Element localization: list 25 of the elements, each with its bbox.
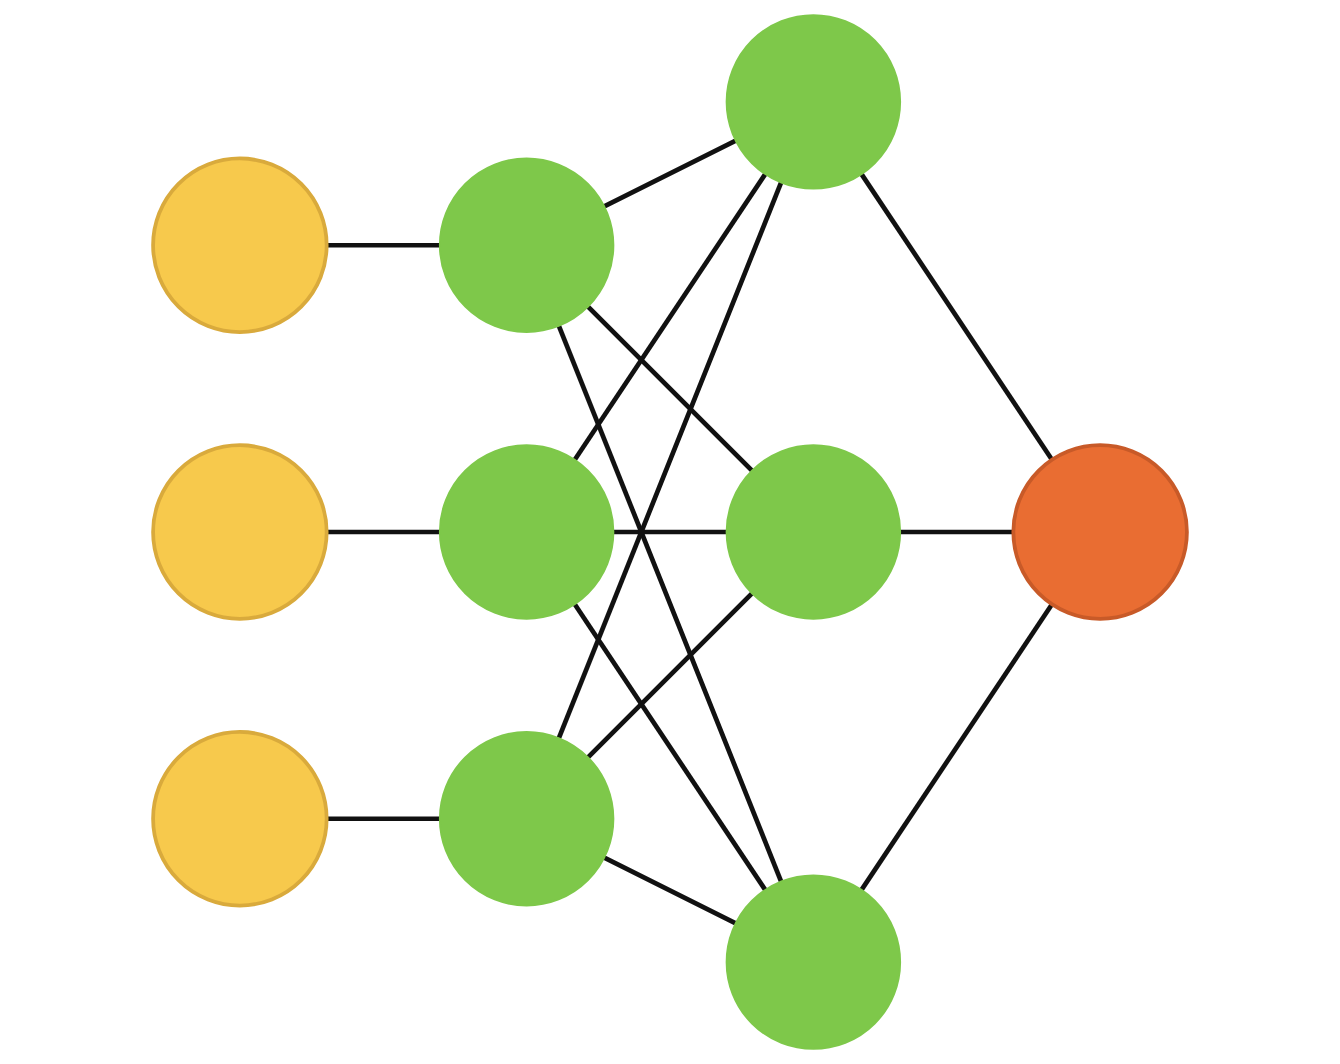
connection-line (586, 591, 754, 760)
connection-line (613, 529, 727, 535)
neuron-circle (438, 157, 615, 333)
connection-line (859, 602, 1054, 892)
connection-line (572, 602, 768, 892)
connection-line (603, 855, 737, 926)
neuron-circle (151, 443, 329, 621)
connection-line (326, 816, 440, 822)
neuron-circle (1011, 443, 1189, 621)
neuron-circle (725, 14, 902, 190)
neuron-circle (438, 731, 615, 907)
neuron-circle (725, 874, 902, 1050)
connection-line (586, 304, 754, 473)
connection-line (326, 529, 440, 535)
connection-line (556, 324, 784, 883)
connection-line (859, 172, 1054, 462)
connection-line (900, 529, 1014, 535)
neuron-circle (725, 444, 902, 620)
connection-line (556, 181, 784, 740)
neuron-circle (438, 444, 615, 620)
connection-line (572, 172, 768, 462)
connection-line (603, 138, 737, 209)
neuron-circle (151, 730, 329, 908)
neuron-circle (151, 156, 329, 334)
connection-line (326, 242, 440, 248)
